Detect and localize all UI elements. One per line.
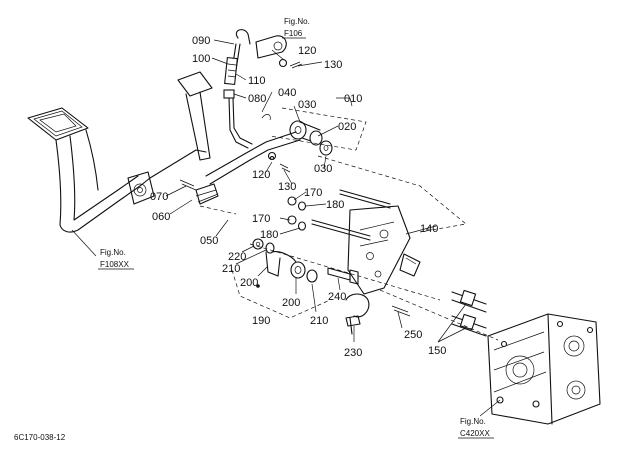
callout-080: 080 [248, 93, 266, 105]
fig-code: F108XX [100, 260, 130, 269]
fig-reference-f106: Fig.No. F106 [282, 17, 310, 39]
callout-130-lower: 130 [278, 181, 296, 193]
callout-030-lower: 030 [314, 163, 332, 175]
callout-070: 070 [150, 191, 168, 203]
callout-170-lower: 170 [252, 213, 270, 225]
callout-120-upper: 120 [298, 45, 316, 57]
fig-reference-f108: Fig.No. F108XX [98, 248, 134, 270]
callout-030-upper: 030 [298, 99, 316, 111]
callout-190: 190 [252, 315, 270, 327]
callout-060: 060 [152, 211, 170, 223]
group-outlines [199, 107, 499, 341]
upper-rod [223, 29, 287, 149]
pins-and-clips [179, 58, 303, 191]
callout-140: 140 [420, 223, 438, 235]
diagram-code: 6C170-038-12 [14, 433, 66, 442]
callout-100: 100 [192, 53, 210, 65]
callout-150: 150 [428, 345, 446, 357]
callout-200-right: 200 [282, 297, 300, 309]
fig-label: Fig.No. [460, 417, 486, 426]
callout-180-upper: 180 [326, 199, 344, 211]
callout-200-left: 200 [240, 277, 258, 289]
fig-label: Fig.No. [100, 248, 126, 257]
callout-170-upper: 170 [304, 187, 322, 199]
callout-110: 110 [248, 75, 266, 87]
callout-250: 250 [404, 329, 422, 341]
leader-lines [71, 39, 501, 417]
callout-220: 220 [228, 251, 246, 263]
lever-assembly [287, 189, 421, 295]
callout-050: 050 [200, 235, 218, 247]
callout-020: 020 [338, 121, 356, 133]
callout-130-upper: 130 [324, 59, 342, 71]
callout-040: 040 [278, 87, 296, 99]
fig-reference-c420: Fig.No. C420XX [458, 417, 494, 439]
lower-lever-assembly [252, 238, 370, 335]
callout-090: 090 [192, 35, 210, 47]
fig-label: Fig.No. [284, 17, 310, 26]
fig-code: C420XX [460, 429, 490, 438]
clutch-pedal [27, 71, 213, 233]
callout-240: 240 [328, 291, 346, 303]
callout-120-lower: 120 [252, 169, 270, 181]
transmission-case [487, 313, 601, 425]
fig-code: F106 [284, 29, 303, 38]
callout-010: 010 [344, 93, 362, 105]
callout-210-left: 210 [222, 263, 240, 275]
callout-210-right: 210 [310, 315, 328, 327]
callouts: 090 100 110 080 040 030 010 020 030 120 … [150, 35, 446, 359]
callout-230: 230 [344, 347, 362, 359]
callout-180-lower: 180 [260, 229, 278, 241]
